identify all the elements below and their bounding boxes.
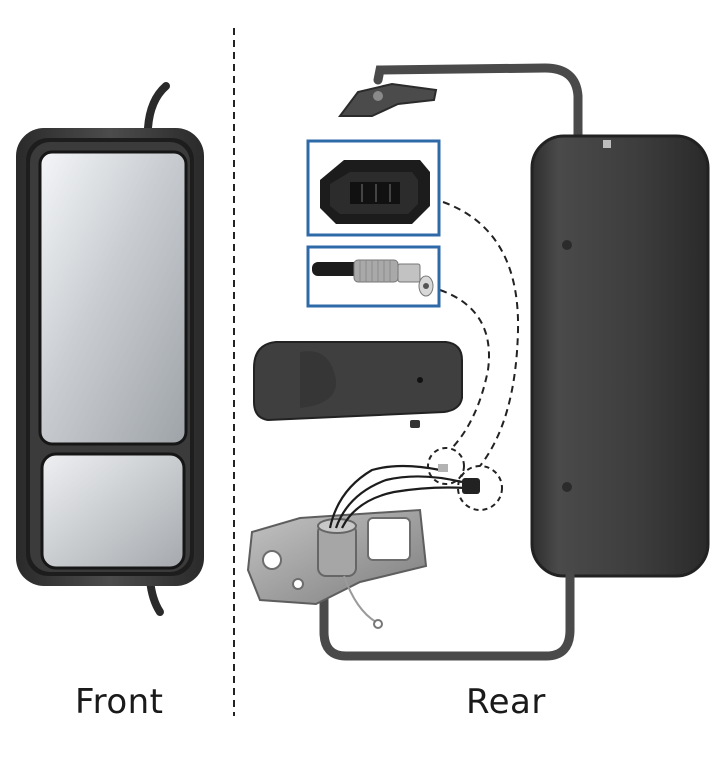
front-label: Front [75, 682, 164, 722]
coax-callout-circle [427, 447, 465, 485]
plug-connector-icon [320, 160, 430, 224]
front-mirror [16, 82, 204, 616]
coax-connector-icon [312, 259, 434, 297]
rear-label: Rear [466, 682, 546, 722]
rear-mirror-assembly [246, 63, 710, 661]
plug-connector-inset [306, 139, 441, 237]
upper-mirror-glass [38, 150, 188, 446]
coax-connector-inset [306, 245, 441, 308]
lower-mirror-glass [40, 452, 186, 570]
